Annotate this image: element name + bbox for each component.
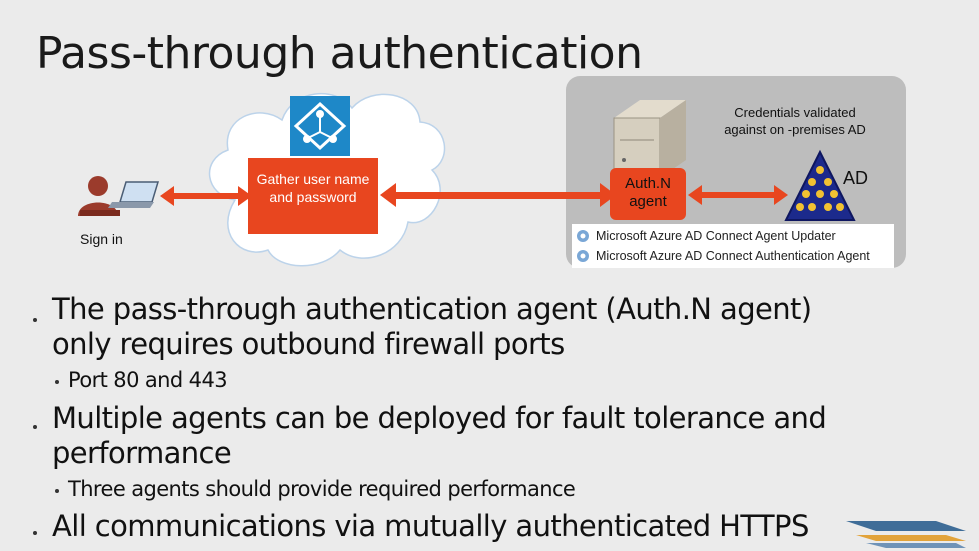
user-icon xyxy=(78,176,120,216)
sub-bullet-dot xyxy=(55,380,59,384)
services-list xyxy=(572,224,894,268)
service-item-updater: Microsoft Azure AD Connect Agent Updater xyxy=(576,226,836,246)
authn-agent-label: Auth.N agent xyxy=(625,175,671,210)
bullet-item: Multiple agents can be deployed for faul… xyxy=(52,401,827,470)
cloud-to-agent-arrow xyxy=(380,183,616,207)
ad-label: AD xyxy=(843,168,869,188)
bullet-dot xyxy=(33,531,37,535)
azure-ad-icon xyxy=(290,96,350,156)
sub-bullet-item: Three agents should provide required per… xyxy=(68,477,576,501)
bullet-item: The pass-through authentication agent (A… xyxy=(52,292,812,361)
sub-bullet-item: Port 80 and 443 xyxy=(68,368,228,392)
bullet-dot xyxy=(33,425,37,429)
service-item-authentication-agent: Microsoft Azure AD Connect Authenticatio… xyxy=(576,246,870,266)
active-directory-icon xyxy=(784,149,856,221)
page-title: Pass-through authentication xyxy=(36,28,643,79)
service-name: Microsoft Azure AD Connect Agent Updater xyxy=(596,229,836,243)
service-gear-icon xyxy=(576,249,590,263)
sub-bullet-dot xyxy=(55,489,59,493)
laptop-icon xyxy=(108,181,160,208)
bullet-dot xyxy=(33,318,37,322)
authn-agent-box xyxy=(610,168,686,220)
gather-credentials-box xyxy=(248,158,378,234)
agent-to-ad-arrow xyxy=(688,185,788,205)
service-name: Microsoft Azure AD Connect Authenticatio… xyxy=(596,249,870,263)
signin-arrow xyxy=(160,186,252,206)
signin-label: Sign in xyxy=(80,231,123,247)
brand-logo xyxy=(846,521,966,548)
gather-credentials-label: Gather user name and password xyxy=(256,171,370,205)
service-gear-icon xyxy=(576,229,590,243)
credentials-note: Credentials validated against on -premis… xyxy=(724,105,866,137)
bullet-item: All communications via mutually authenti… xyxy=(52,509,809,543)
